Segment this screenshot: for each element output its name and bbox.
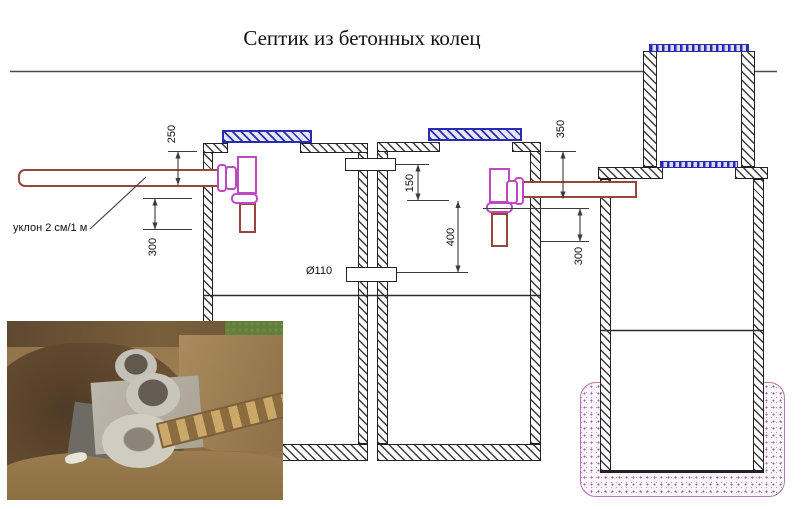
- tank1-tee-lower-pipe: [239, 203, 256, 233]
- dim-label-250: 250: [166, 124, 178, 144]
- tank2-bottom-slab: [377, 444, 541, 461]
- tank1-right-wall: [358, 143, 368, 444]
- dim-label-350: 350: [555, 119, 567, 139]
- riser-right-wall: [741, 51, 755, 167]
- tank1-tee-collar: [231, 193, 258, 204]
- tank2-top-slab-left: [377, 142, 440, 152]
- tank1-socket-inner-ring: [225, 166, 237, 190]
- riser-left-wall: [643, 51, 657, 167]
- riser-top-lid: [649, 44, 749, 52]
- tank2-cover: [428, 128, 522, 141]
- photo-ring-2: [126, 373, 180, 417]
- tank2-tee-lower-pipe: [491, 213, 508, 247]
- dim-label-150: 150: [404, 173, 416, 193]
- tank2-tee-collar: [486, 202, 513, 213]
- tank1-top-slab-left: [203, 143, 228, 153]
- dim-label-300-left: 300: [147, 237, 159, 257]
- well-top-slab-right: [735, 167, 768, 179]
- construction-photo: [7, 321, 283, 500]
- crossover-pipe-upper: [345, 158, 396, 171]
- tank2-left-wall: [377, 142, 388, 444]
- well-top-slab-left: [598, 167, 663, 179]
- tank2-top-slab-right: [512, 142, 541, 152]
- inlet-pipe: [18, 169, 220, 187]
- slope-note-label: уклон 2 см/1 м: [13, 222, 88, 234]
- tank2-socket-inner-ring: [506, 180, 518, 204]
- dim-label-400: 400: [445, 227, 457, 247]
- well-interior: [611, 382, 753, 471]
- well-left-wall: [600, 179, 611, 471]
- riser-bottom-lid: [660, 161, 738, 168]
- well-right-wall: [753, 179, 764, 471]
- outlet-pipe: [521, 181, 637, 198]
- pipe-diameter-label: Ø110: [306, 265, 333, 277]
- tank1-cover: [222, 130, 312, 143]
- tank1-tee-vertical: [237, 156, 257, 194]
- crossover-pipe-lower: [346, 267, 397, 282]
- diagram-title: Септик из бетонных колец: [243, 26, 481, 50]
- dim-label-300-right: 300: [573, 246, 585, 266]
- tank1-top-slab-right: [300, 143, 368, 153]
